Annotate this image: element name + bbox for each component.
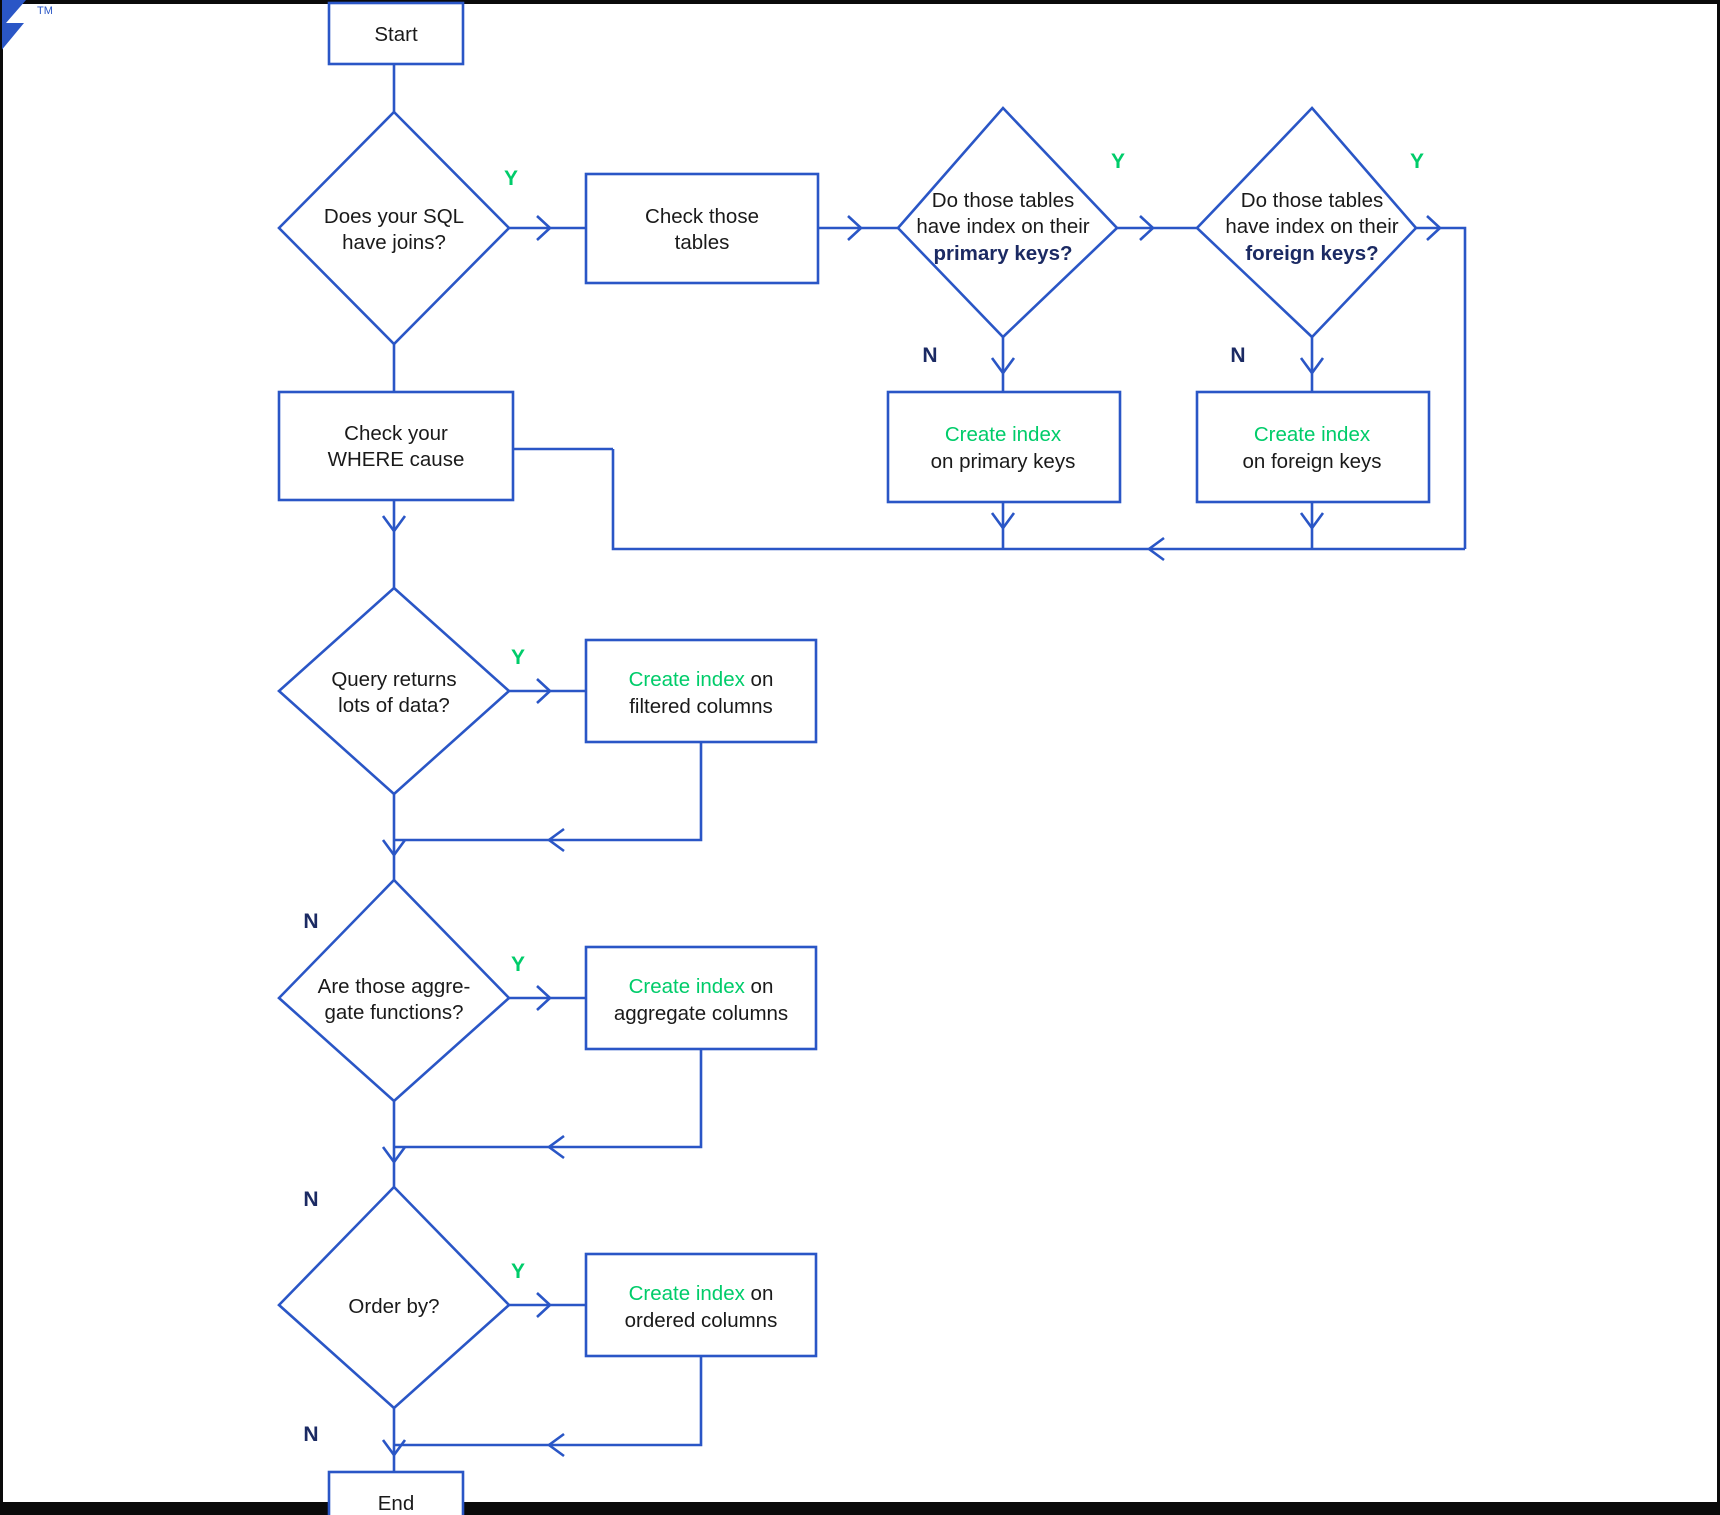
arrowhead-tables-to-pk — [847, 215, 863, 241]
node-create-index-primary[interactable] — [886, 390, 1122, 504]
node-aggregate-question[interactable] — [277, 878, 511, 1103]
arrowhead-agg-no — [381, 1146, 407, 1165]
brand-chevron-logo: TM — [2, 0, 53, 50]
arrowhead-order-no — [381, 1439, 407, 1458]
arrowhead-where-to-data — [381, 515, 407, 534]
arrowhead-fk-yes — [1426, 215, 1442, 241]
node-pk-index-question[interactable] — [896, 106, 1119, 339]
node-end[interactable] — [327, 1470, 465, 1515]
arrowhead-fk-no — [1299, 357, 1325, 376]
node-has-joins-line1: Does your SQL — [324, 205, 464, 228]
arrowhead-filtered-loopback — [546, 827, 565, 853]
node-pk-index-line1: Do those tables — [932, 189, 1074, 212]
node-create-index-filtered-line1: Create index on — [629, 668, 774, 691]
node-create-index-aggregate-line1: Create index on — [629, 975, 774, 998]
node-create-index-filtered[interactable] — [584, 638, 818, 744]
node-create-index-primary-line1: Create index — [945, 423, 1062, 446]
node-fk-index-line3: foreign keys? — [1245, 242, 1378, 265]
node-create-index-filtered-line2: filtered columns — [629, 695, 773, 718]
arrowhead-createpk-down — [990, 512, 1016, 531]
edge-label-joins-yes: Y — [504, 167, 518, 190]
node-create-index-filtered-emph: Create index — [629, 668, 746, 691]
node-start-label: Start — [374, 23, 418, 46]
frame-edge-left — [0, 0, 3, 1515]
arrowhead-agg-loopback — [546, 1134, 565, 1160]
node-aggregate-line2: gate functions? — [324, 1001, 463, 1024]
arrowhead-joins-yes — [536, 215, 552, 241]
node-order-by-question[interactable] — [277, 1185, 511, 1410]
edge-label-agg-yes: Y — [511, 953, 525, 976]
connector-merge-bus — [611, 449, 1465, 551]
arrowhead-order-yes — [536, 1292, 552, 1318]
node-create-index-ordered-line1: Create index on — [629, 1282, 774, 1305]
arrowhead-merge-bus — [1146, 536, 1165, 562]
arrowhead-order-loopback — [546, 1432, 565, 1458]
node-check-where[interactable] — [277, 390, 515, 502]
node-create-index-ordered-line2: ordered columns — [625, 1309, 778, 1332]
node-pk-index-line3: primary keys? — [933, 242, 1072, 265]
node-create-index-foreign[interactable] — [1195, 390, 1431, 504]
arrowhead-pk-yes — [1139, 215, 1155, 241]
node-lots-of-data[interactable] — [277, 586, 511, 796]
node-pk-index-line2: have index on their — [916, 215, 1089, 238]
node-check-tables-line2: tables — [675, 231, 730, 254]
node-create-index-foreign-line1: Create index — [1254, 423, 1371, 446]
node-create-index-primary-line2: on primary keys — [931, 450, 1076, 473]
node-check-tables[interactable] — [584, 172, 820, 285]
edge-label-data-no: N — [303, 910, 318, 933]
edge-label-pk-yes: Y — [1111, 150, 1125, 173]
node-create-index-filtered-on: on — [745, 668, 774, 691]
arrowhead-createfk-down — [1299, 512, 1325, 531]
arrowhead-agg-yes — [536, 985, 552, 1011]
connector-agg-loopback — [394, 1049, 703, 1149]
node-fk-index-line1: Do those tables — [1241, 189, 1383, 212]
node-aggregate-line1: Are those aggre- — [318, 975, 471, 998]
frame-edge-right — [1717, 0, 1720, 1515]
connector-fk-yes-rail — [1416, 226, 1467, 549]
edge-label-fk-yes: Y — [1410, 150, 1424, 173]
node-create-index-aggregate-on: on — [745, 975, 774, 998]
arrowhead-pk-no — [990, 357, 1016, 376]
node-lots-of-data-line1: Query returns — [331, 668, 456, 691]
edge-label-agg-no: N — [303, 1188, 318, 1211]
node-create-index-foreign-line2: on foreign keys — [1242, 450, 1381, 473]
edge-label-fk-no: N — [1230, 344, 1245, 367]
node-create-index-aggregate-line2: aggregate columns — [614, 1002, 788, 1025]
edge-label-data-yes: Y — [511, 646, 525, 669]
node-check-where-line1: Check your — [344, 422, 448, 445]
node-check-tables-line1: Check those — [645, 205, 759, 228]
node-lots-of-data-line2: lots of data? — [338, 694, 450, 717]
node-check-where-line2: WHERE cause — [328, 448, 465, 471]
node-end-label: End — [378, 1492, 414, 1515]
arrowhead-data-no — [381, 839, 407, 858]
node-start[interactable] — [327, 1, 465, 66]
arrowhead-data-yes — [536, 678, 552, 704]
node-has-joins[interactable] — [277, 110, 511, 346]
edge-label-order-yes: Y — [511, 1260, 525, 1283]
node-has-joins-line2: have joins? — [342, 231, 446, 254]
node-fk-index-line2: have index on their — [1225, 215, 1398, 238]
connector-order-loopback — [394, 1356, 703, 1447]
node-fk-index-question[interactable] — [1195, 106, 1418, 339]
trademark-symbol: TM — [37, 5, 53, 17]
node-create-index-ordered[interactable] — [584, 1252, 818, 1358]
node-create-index-aggregate-emph: Create index — [629, 975, 746, 998]
node-create-index-ordered-emph: Create index — [629, 1282, 746, 1305]
edge-label-pk-no: N — [922, 344, 937, 367]
node-create-index-ordered-on: on — [745, 1282, 774, 1305]
node-order-by-label: Order by? — [348, 1295, 439, 1318]
node-create-index-aggregate[interactable] — [584, 945, 818, 1051]
edge-label-order-no: N — [303, 1423, 318, 1446]
connector-filtered-loopback — [394, 742, 703, 842]
frame-edge-top — [0, 0, 1720, 4]
